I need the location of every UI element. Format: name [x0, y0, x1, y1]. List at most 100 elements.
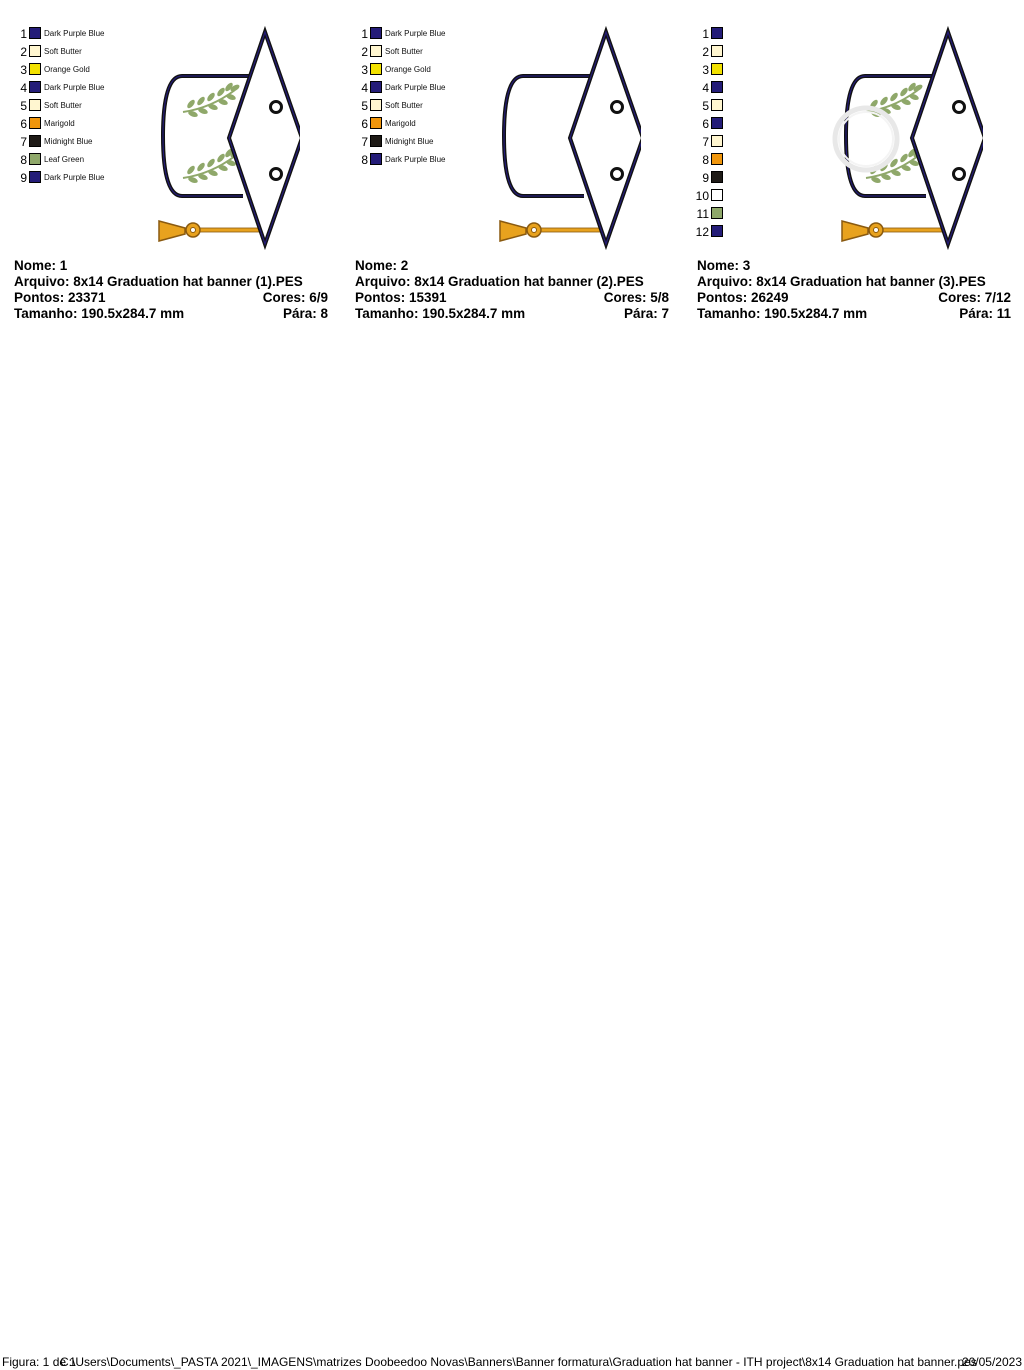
page-footer: Figura: 1 de 1 C:\Users\Documents\_PASTA… [0, 1354, 1024, 1370]
legend-number: 7 [702, 135, 709, 149]
color-swatch [29, 171, 41, 183]
color-swatch [711, 81, 723, 93]
legend-number: 2 [20, 45, 27, 59]
design-info: Nome: 2 Arquivo: 8x14 Graduation hat ban… [355, 258, 669, 322]
print-date: 20/05/2023 [961, 1355, 1022, 1369]
legend-number: 3 [20, 63, 27, 77]
legend-color-name: Midnight Blue [44, 137, 93, 146]
color-swatch [29, 81, 41, 93]
legend-color-name: Orange Gold [44, 65, 90, 74]
color-swatch [370, 81, 382, 93]
tassel [841, 220, 869, 242]
design-size: Tamanho: 190.5x284.7 mm [14, 306, 185, 321]
graduation-hat-artwork [158, 26, 300, 251]
design-file: Arquivo: 8x14 Graduation hat banner (1).… [14, 274, 303, 289]
legend-number: 7 [361, 135, 368, 149]
color-swatch [29, 45, 41, 57]
legend-number: 10 [695, 189, 709, 203]
legend-number: 9 [702, 171, 709, 185]
legend-color-name: Leaf Green [44, 155, 85, 164]
legend-color-name: Orange Gold [385, 65, 431, 74]
color-swatch [370, 45, 382, 57]
legend-number: 8 [20, 153, 27, 167]
legend-number: 9 [20, 171, 27, 185]
stop-count: Pára: 7 [623, 306, 669, 321]
color-swatch [711, 189, 723, 201]
legend-number: 2 [702, 45, 709, 59]
legend-number: 1 [702, 27, 709, 41]
leaf-sprig [182, 148, 240, 183]
stitch-count: Pontos: 15391 [355, 290, 447, 305]
mortarboard [226, 26, 300, 251]
color-swatch [29, 117, 41, 129]
color-swatch [711, 27, 723, 39]
legend-number: 5 [361, 99, 368, 113]
color-swatch [29, 63, 41, 75]
legend-number: 1 [361, 27, 368, 41]
stop-count: Pára: 8 [282, 306, 328, 321]
stop-count: Pára: 11 [959, 306, 1011, 321]
legend-color-name: Marigold [385, 119, 416, 128]
color-swatch [711, 99, 723, 111]
legend-color-name: Dark Purple Blue [385, 83, 446, 92]
legend-number: 6 [20, 117, 27, 131]
legend-number: 2 [361, 45, 368, 59]
design-name: Nome: 1 [14, 258, 68, 273]
tassel [158, 220, 186, 242]
eyelet-top [952, 100, 966, 114]
color-swatch [370, 63, 382, 75]
monogram-circle [832, 105, 900, 173]
legend-number: 5 [20, 99, 27, 113]
color-swatch [370, 99, 382, 111]
legend-color-name: Dark Purple Blue [44, 173, 105, 182]
color-swatch [29, 135, 41, 147]
legend-number: 4 [702, 81, 709, 95]
legend-color-name: Soft Butter [385, 101, 423, 110]
design-size: Tamanho: 190.5x284.7 mm [697, 306, 868, 321]
legend-number: 3 [702, 63, 709, 77]
color-swatch [711, 171, 723, 183]
legend-color-name: Dark Purple Blue [385, 155, 446, 164]
legend-number: 12 [695, 225, 709, 239]
color-swatch [370, 27, 382, 39]
color-swatch [370, 117, 382, 129]
figure-label: Figura: 1 de 1 [2, 1355, 77, 1369]
tassel [499, 220, 527, 242]
eyelet-top [269, 100, 283, 114]
color-swatch [711, 135, 723, 147]
design-name: Nome: 3 [697, 258, 751, 273]
legend-number: 11 [696, 207, 709, 221]
legend-number: 6 [702, 117, 709, 131]
color-swatch [29, 27, 41, 39]
color-swatch [711, 225, 723, 237]
color-swatch [711, 207, 723, 219]
mortarboard [567, 26, 641, 251]
legend-color-name: Marigold [44, 119, 75, 128]
legend-number: 8 [361, 153, 368, 167]
legend-number: 7 [20, 135, 27, 149]
legend-number: 8 [702, 153, 709, 167]
color-swatch [711, 117, 723, 129]
legend-number: 5 [702, 99, 709, 113]
graduation-hat-artwork [499, 26, 641, 251]
legend-number: 4 [20, 81, 27, 95]
legend-number: 3 [361, 63, 368, 77]
design-size: Tamanho: 190.5x284.7 mm [355, 306, 526, 321]
color-swatch [711, 153, 723, 165]
design-info: Nome: 3 Arquivo: 8x14 Graduation hat ban… [697, 258, 1011, 322]
eyelet-top [610, 100, 624, 114]
leaf-sprig [865, 82, 923, 117]
eyelet-bottom [269, 167, 283, 181]
stitch-count: Pontos: 26249 [697, 290, 789, 305]
color-count: Cores: 5/8 [603, 290, 669, 305]
color-swatch [29, 99, 41, 111]
design-name: Nome: 2 [355, 258, 409, 273]
legend-number: 4 [361, 81, 368, 95]
design-file: Arquivo: 8x14 Graduation hat banner (3).… [697, 274, 986, 289]
color-swatch [370, 135, 382, 147]
stitch-count: Pontos: 23371 [14, 290, 106, 305]
eyelet-bottom [610, 167, 624, 181]
mortarboard [909, 26, 983, 251]
